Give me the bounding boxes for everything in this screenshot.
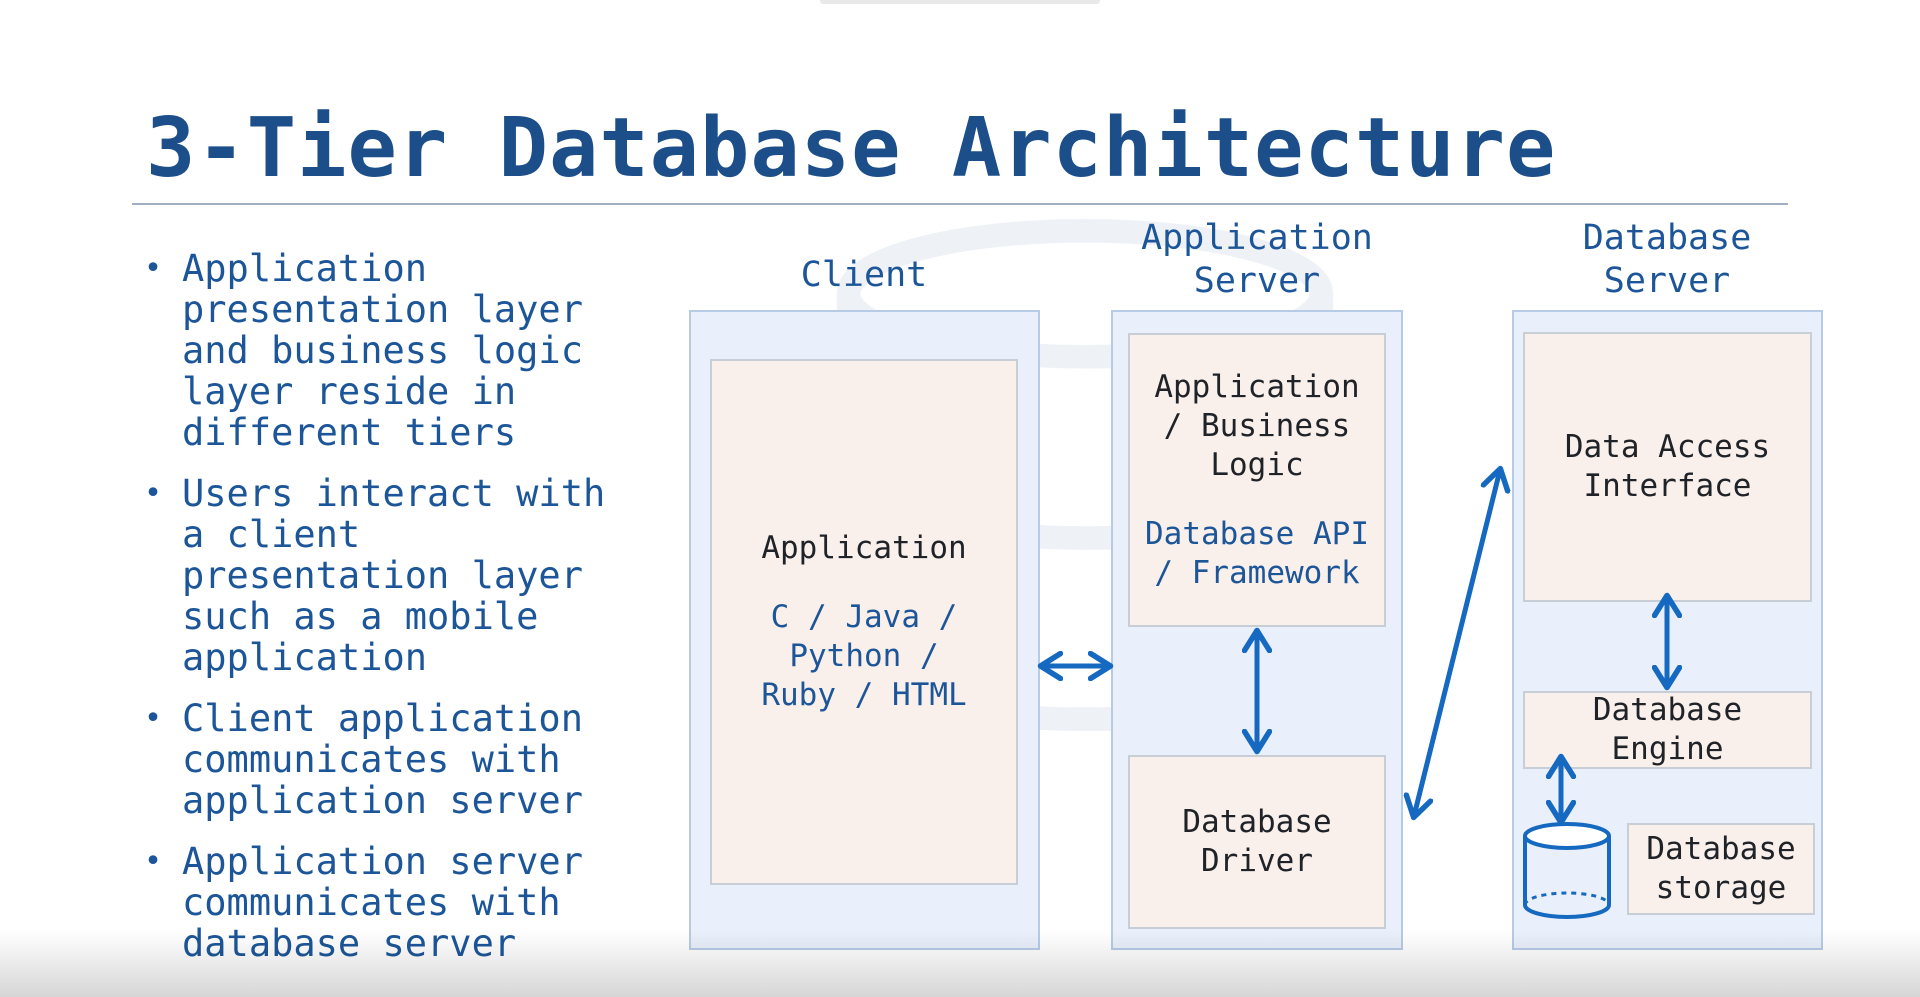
db-server-label: Database Server [1582, 218, 1752, 301]
client-languages: C / Java / Python / Ruby / HTML [761, 599, 967, 713]
app-server-label: Application Server [1141, 218, 1373, 301]
business-logic-box: Application / Business Logic Database AP… [1128, 333, 1386, 627]
data-access-box: Data Access Interface [1523, 332, 1812, 602]
bullet-item: Application server communicates with dat… [142, 841, 662, 964]
database-driver-label: Database Driver [1182, 804, 1332, 879]
client-application-box: Application C / Java / Python / Ruby / H… [710, 359, 1018, 885]
database-driver-box: Database Driver [1128, 755, 1386, 929]
data-access-label: Data Access Interface [1564, 429, 1771, 504]
database-api-label: Database API / Framework [1145, 515, 1369, 591]
bullet-item: Application presentation layer and busin… [142, 248, 662, 453]
database-storage-label: Database storage [1646, 831, 1796, 906]
client-application-title: Application [761, 530, 967, 566]
database-engine-box: Database Engine [1523, 691, 1812, 769]
slide-title: 3-Tier Database Architecture [146, 101, 1557, 196]
bullet-item: Users interact with a client presentatio… [142, 473, 662, 678]
client-label: Client [800, 255, 928, 295]
top-tab-decoration [820, 0, 1100, 4]
video-bottom-shadow [0, 930, 1920, 997]
database-storage-box: Database storage [1627, 823, 1815, 915]
bullet-list: Application presentation layer and busin… [142, 248, 662, 984]
database-engine-label: Database Engine [1592, 692, 1743, 767]
database-cylinder-icon [1523, 822, 1611, 919]
business-logic-title: Application / Business Logic [1154, 368, 1360, 483]
bullet-item: Client application communicates with app… [142, 698, 662, 821]
title-divider [132, 203, 1788, 205]
